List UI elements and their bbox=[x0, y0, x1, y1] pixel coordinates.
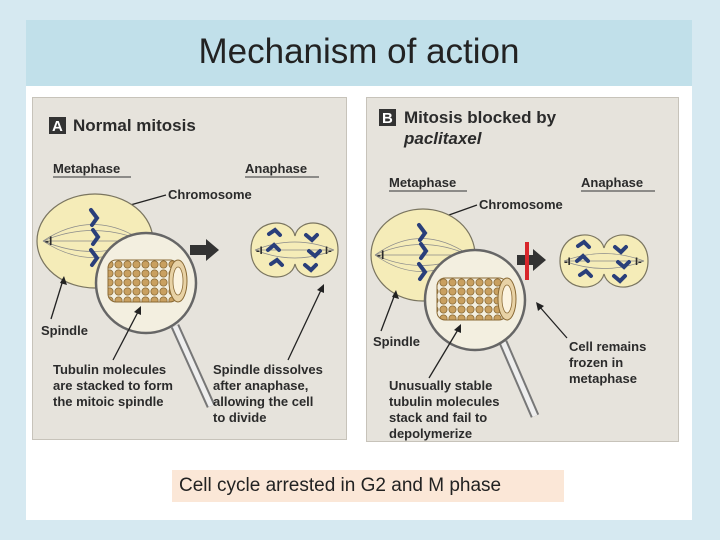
panel-a-heading: Normal mitosis bbox=[73, 116, 196, 135]
stable-caption-line-3: stack and fail to bbox=[389, 410, 487, 425]
panel-b-heading-line-2: paclitaxel bbox=[403, 129, 483, 148]
stable-pointer-head bbox=[454, 324, 461, 333]
stable-caption-line-4: depolymerize bbox=[389, 426, 472, 441]
b-anaphase-right-pole-mark: I- bbox=[635, 256, 642, 268]
blocked-mitosis-figure: B Mitosis blocked by paclitaxel Metaphas… bbox=[370, 108, 655, 441]
metaphase-chromosomes bbox=[89, 208, 101, 267]
panel-a-letter: A bbox=[52, 118, 63, 135]
panel-a-chromosome-label: Chromosome bbox=[168, 187, 252, 202]
dissolve-pointer-head bbox=[317, 284, 324, 293]
stable-pointer bbox=[428, 327, 460, 379]
frozen-pointer bbox=[538, 305, 568, 339]
tubulin-pointer-head bbox=[134, 306, 141, 315]
frozen-caption-line-3: metaphase bbox=[569, 371, 637, 386]
frozen-pointer-head bbox=[536, 302, 544, 311]
dissolve-caption-line-3: allowing the cell bbox=[213, 394, 313, 409]
slide-title: Mechanism of action bbox=[198, 32, 520, 71]
tubulin-pointer bbox=[112, 309, 140, 361]
blocked-arrow bbox=[517, 249, 546, 271]
magnifier-handle-inner bbox=[172, 324, 214, 408]
metaphase-pole-mark: -I bbox=[45, 234, 52, 248]
stable-caption-line-1: Unusually stable bbox=[389, 378, 492, 393]
tubulin-caption-line-1: Tubulin molecules bbox=[53, 362, 166, 377]
b-spindle-pointer-head bbox=[392, 290, 399, 299]
panel-b-anaphase-label: Anaphase bbox=[581, 175, 643, 190]
panel-b-spindle-label: Spindle bbox=[373, 334, 420, 349]
b-anaphase-left-pole-mark: -I bbox=[564, 256, 571, 268]
b-metaphase-chromosomes bbox=[417, 223, 429, 281]
frozen-caption-line-1: Cell remains bbox=[569, 339, 646, 354]
panel-a-anaphase-label: Anaphase bbox=[245, 161, 307, 176]
panel-mitosis-blocked: B Mitosis blocked by paclitaxel Metaphas… bbox=[366, 97, 679, 442]
panel-a-badge bbox=[49, 117, 66, 134]
tubulin-cylinder bbox=[107, 259, 188, 303]
panel-b-badge bbox=[379, 109, 396, 126]
dissolve-caption-line-4: to divide bbox=[213, 410, 266, 425]
spindle-pointer-head bbox=[60, 276, 67, 285]
cell-cycle-caption: Cell cycle arrested in G2 and M phase bbox=[172, 470, 564, 502]
panel-a-spindle-label: Spindle bbox=[41, 323, 88, 338]
tubulin-caption-line-2: are stacked to form bbox=[53, 378, 173, 393]
anaphase-chromosomes bbox=[266, 227, 322, 273]
title-bar: Mechanism of action bbox=[26, 20, 692, 86]
anaphase-left-pole-mark: -I bbox=[256, 245, 263, 257]
dissolve-caption-line-2: after anaphase, bbox=[213, 378, 308, 393]
b-anaphase-chromosomes bbox=[575, 239, 631, 284]
panel-b-metaphase-label: Metaphase bbox=[389, 175, 456, 190]
frozen-caption-line-2: frozen in bbox=[569, 355, 623, 370]
dissolve-caption-line-1: Spindle dissolves bbox=[213, 362, 323, 377]
block-bar bbox=[525, 242, 529, 280]
b-metaphase-pole-mark: -I bbox=[377, 248, 384, 262]
anaphase-right-pole-mark: I- bbox=[325, 245, 332, 257]
normal-mitosis-figure: A Normal mitosis Metaphase Anaphase Chro… bbox=[36, 116, 339, 425]
b-tubulin-cylinder bbox=[436, 277, 517, 321]
b-spindle-pointer bbox=[380, 293, 396, 332]
progression-arrow bbox=[190, 239, 219, 261]
spindle-pointer bbox=[50, 279, 64, 320]
tubulin-caption-line-3: the mitoic spindle bbox=[53, 394, 164, 409]
dissolve-pointer bbox=[287, 287, 323, 361]
panel-b-letter: B bbox=[382, 110, 393, 127]
stable-caption-line-2: tubulin molecules bbox=[389, 394, 500, 409]
panel-b-heading-line-1: Mitosis blocked by bbox=[404, 108, 557, 127]
panel-a-metaphase-label: Metaphase bbox=[53, 161, 120, 176]
panel-b-chromosome-label: Chromosome bbox=[479, 197, 563, 212]
b-magnifier-handle-inner bbox=[500, 341, 538, 417]
panel-normal-mitosis: A Normal mitosis Metaphase Anaphase Chro… bbox=[32, 97, 347, 440]
slide: Mechanism of action A Normal mitosis Met… bbox=[26, 20, 692, 520]
